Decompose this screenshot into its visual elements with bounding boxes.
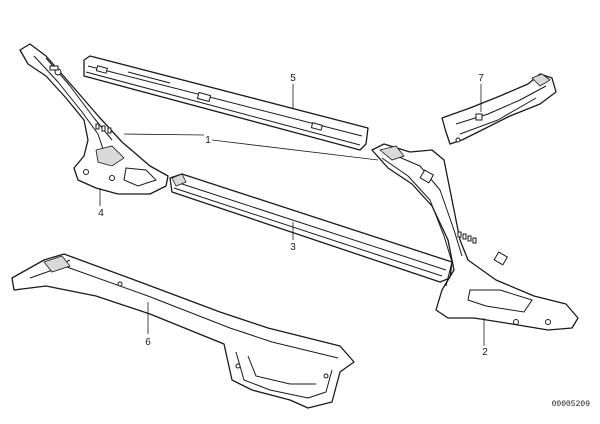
callout-6: 6 (145, 337, 151, 348)
callout-3: 3 (290, 242, 296, 253)
reference-number: 00005209 (552, 400, 591, 409)
leader-1b (211, 139, 379, 161)
leader-1a (123, 133, 205, 136)
callout-7: 7 (478, 73, 484, 84)
callout-1: 1 (205, 135, 211, 146)
part-7-bracket (441, 73, 557, 145)
part-6-bottom-panel (11, 253, 355, 409)
part-3-lower-strip (169, 173, 453, 283)
part-5-upper-strip (83, 55, 369, 151)
callout-2: 2 (482, 347, 488, 358)
callout-5: 5 (290, 73, 296, 84)
part-4-left-pillar (19, 43, 169, 195)
part-2-right-pillar (371, 143, 579, 331)
leader-lines (99, 84, 485, 346)
callout-4: 4 (98, 208, 104, 219)
